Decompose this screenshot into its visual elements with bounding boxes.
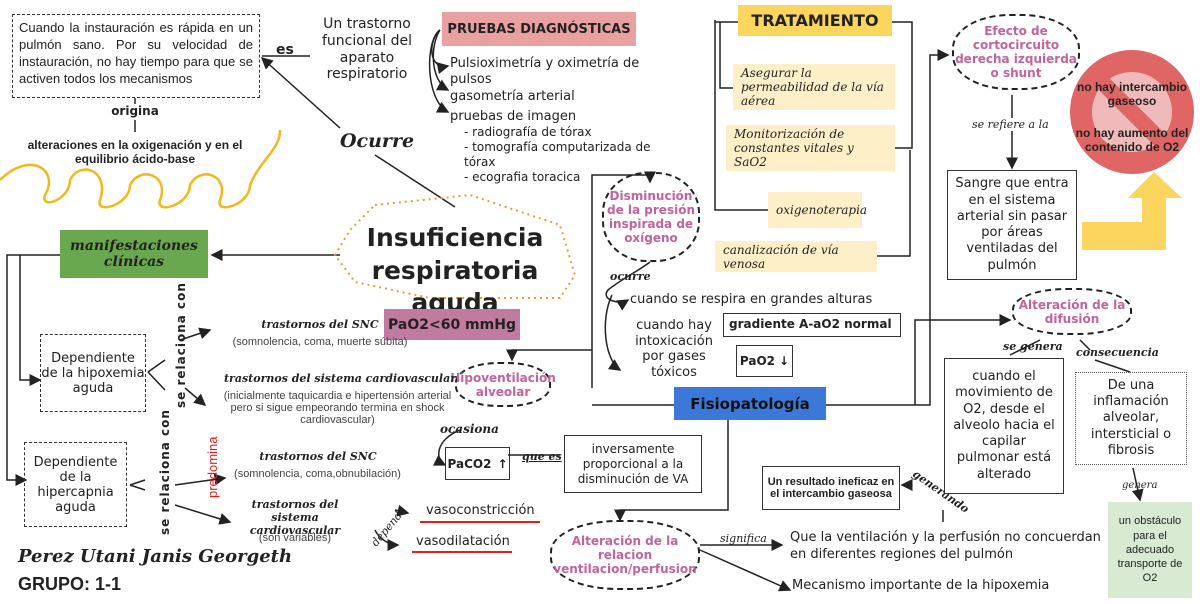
sangre-box: Sangre que entra en el sistema arterial … <box>947 170 1077 280</box>
cv-label: trastornos del sistema cardiovascular <box>223 372 457 385</box>
disminucion-cloud: Disminución de la presión inspirada de o… <box>602 172 700 262</box>
arrow-up-icon: ↑ <box>497 456 508 471</box>
arrow-down-icon: ↓ <box>779 354 790 368</box>
pruebas-list: Pulsioximetría y oximetría de pulsos gas… <box>450 56 660 185</box>
alteraciones-text: alteraciones en la oxigenación y en el e… <box>27 138 243 166</box>
difusion-cuando-box: cuando el movimiento de O2, desde el alv… <box>944 358 1064 494</box>
es-label: es <box>276 42 294 58</box>
ocurre-small-label: ocurre <box>610 270 651 283</box>
inversamente-box: inversamente proporcional a la disminuci… <box>564 435 702 493</box>
shunt-cloud: Efecto de cortocircuito derecha izquierd… <box>952 14 1080 90</box>
difusion-causa-box: De una inflamación alveolar, intersticia… <box>1075 372 1187 465</box>
genera-label: genera <box>1122 480 1158 491</box>
imagen-item: - tomografía computarizada de tórax <box>464 140 651 169</box>
trastorno-text: Un trastorno funcional del aparato respi… <box>321 16 412 83</box>
up-arrow-icon <box>1082 172 1182 250</box>
relaciona-label: se relaciona con <box>174 282 188 408</box>
snc-label: trastornos del SNC <box>259 450 377 463</box>
vasoconstriccion-text: vasoconstricción <box>426 503 535 518</box>
refiere-label: se refiere a la <box>972 118 1049 131</box>
vq-meaning: Que la ventilación y la perfusión no con… <box>790 530 1101 562</box>
consecuencia-label: consecuencia <box>1076 346 1159 359</box>
pao2-down-box: PaO2↓ <box>736 345 793 377</box>
tratamiento-item: oxigenoterapia <box>768 192 867 228</box>
tratamiento-item: Monitorización de constantes vitales y S… <box>726 125 895 171</box>
relaciona-label: se relaciona con <box>158 409 172 535</box>
tratamiento-item: canalización de vía venosa <box>715 241 877 272</box>
difusion-cloud: Alteración de la difusión <box>1012 288 1132 335</box>
cv-desc: (son variables) <box>258 532 332 544</box>
vq-cloud: Alteración de la relacion ventilacion/pe… <box>550 520 700 590</box>
cv-desc: (inicialmente taquicardia e hipertensión… <box>223 390 452 426</box>
yellow-squiggle <box>0 129 282 209</box>
hipoventilacion-cloud: Hipoventilación alveolar <box>450 362 556 407</box>
manifestaciones-box: manifestaciones clínicas <box>60 230 208 278</box>
obstaculo-box: un obstáculo para el adecuado transporte… <box>1108 502 1192 598</box>
predomina-label: predomina <box>205 436 220 498</box>
gradiente-box: gradiente A-aO2 normal <box>723 313 901 337</box>
pao2-box: PaO2<60 mmHg <box>384 309 520 340</box>
author-name: Perez Utani Janis Georgeth <box>18 546 293 567</box>
mecanismo-text: Mecanismo importante de la hipoxemia <box>792 578 1050 593</box>
cv-label: trastornos del sistema cardiovascular <box>249 498 341 537</box>
tratamiento-title: TRATAMIENTO <box>738 5 892 36</box>
paco2-box: PaCO2↑ <box>445 447 510 480</box>
no-intercambio-text: no hay intercambio gaseoso <box>1076 80 1188 108</box>
significa-label: significa <box>720 532 767 545</box>
no-aumento-text: no hay aumento del contenido de O2 <box>1075 126 1189 154</box>
fisiopatologia-box: Fisiopatología <box>674 387 826 420</box>
hipercapnia-box: Dependiente de la hipercapnia aguda <box>24 442 127 527</box>
origina-label: origina <box>111 104 159 118</box>
pruebas-item: gasometría arterial <box>450 88 575 104</box>
alturas-text: cuando se respira en grandes alturas <box>630 292 873 307</box>
imagen-item: - radiografía de tórax <box>464 125 592 139</box>
page-title: Insuficiencia respiratoria aguda <box>366 223 544 317</box>
vasodilatacion-text: vasodilatación <box>416 534 510 549</box>
que-es-label: que es <box>522 450 562 463</box>
hipoxemia-box: Dependiente de la hipoxemia aguda <box>40 334 146 412</box>
ocurre-label: Ocurre <box>340 130 415 152</box>
pruebas-item: Pulsioximetría y oximetría de pulsos <box>450 56 640 88</box>
tratamiento-item: Asegurar la permeabilidad de la vía aére… <box>733 64 895 110</box>
no-sign-icon <box>1070 50 1194 174</box>
snc-label: trastornos del SNC <box>261 318 379 331</box>
imagen-item: - ecografia toracica <box>464 170 581 184</box>
se-genera-label: se genera <box>1003 340 1063 353</box>
grupo-label: GRUPO: 1-1 <box>18 574 122 594</box>
intoxicacion-text: cuando hay intoxicación por gases tóxico… <box>635 318 713 380</box>
definition-box: Cuando la instauración es rápida en un p… <box>12 14 260 98</box>
resultado-box: Un resultado ineficaz en el intercambio … <box>762 466 900 510</box>
snc-desc: (somnolencia, coma,obnubilación) <box>234 468 401 480</box>
pruebas-item: pruebas de imagen <box>450 108 577 124</box>
snc-desc: (somnolencia, coma, muerte súbita) <box>232 336 408 348</box>
pruebas-title: PRUEBAS DIAGNÓSTICAS <box>442 12 636 46</box>
ocasiona-label: ocasiona <box>440 422 499 436</box>
